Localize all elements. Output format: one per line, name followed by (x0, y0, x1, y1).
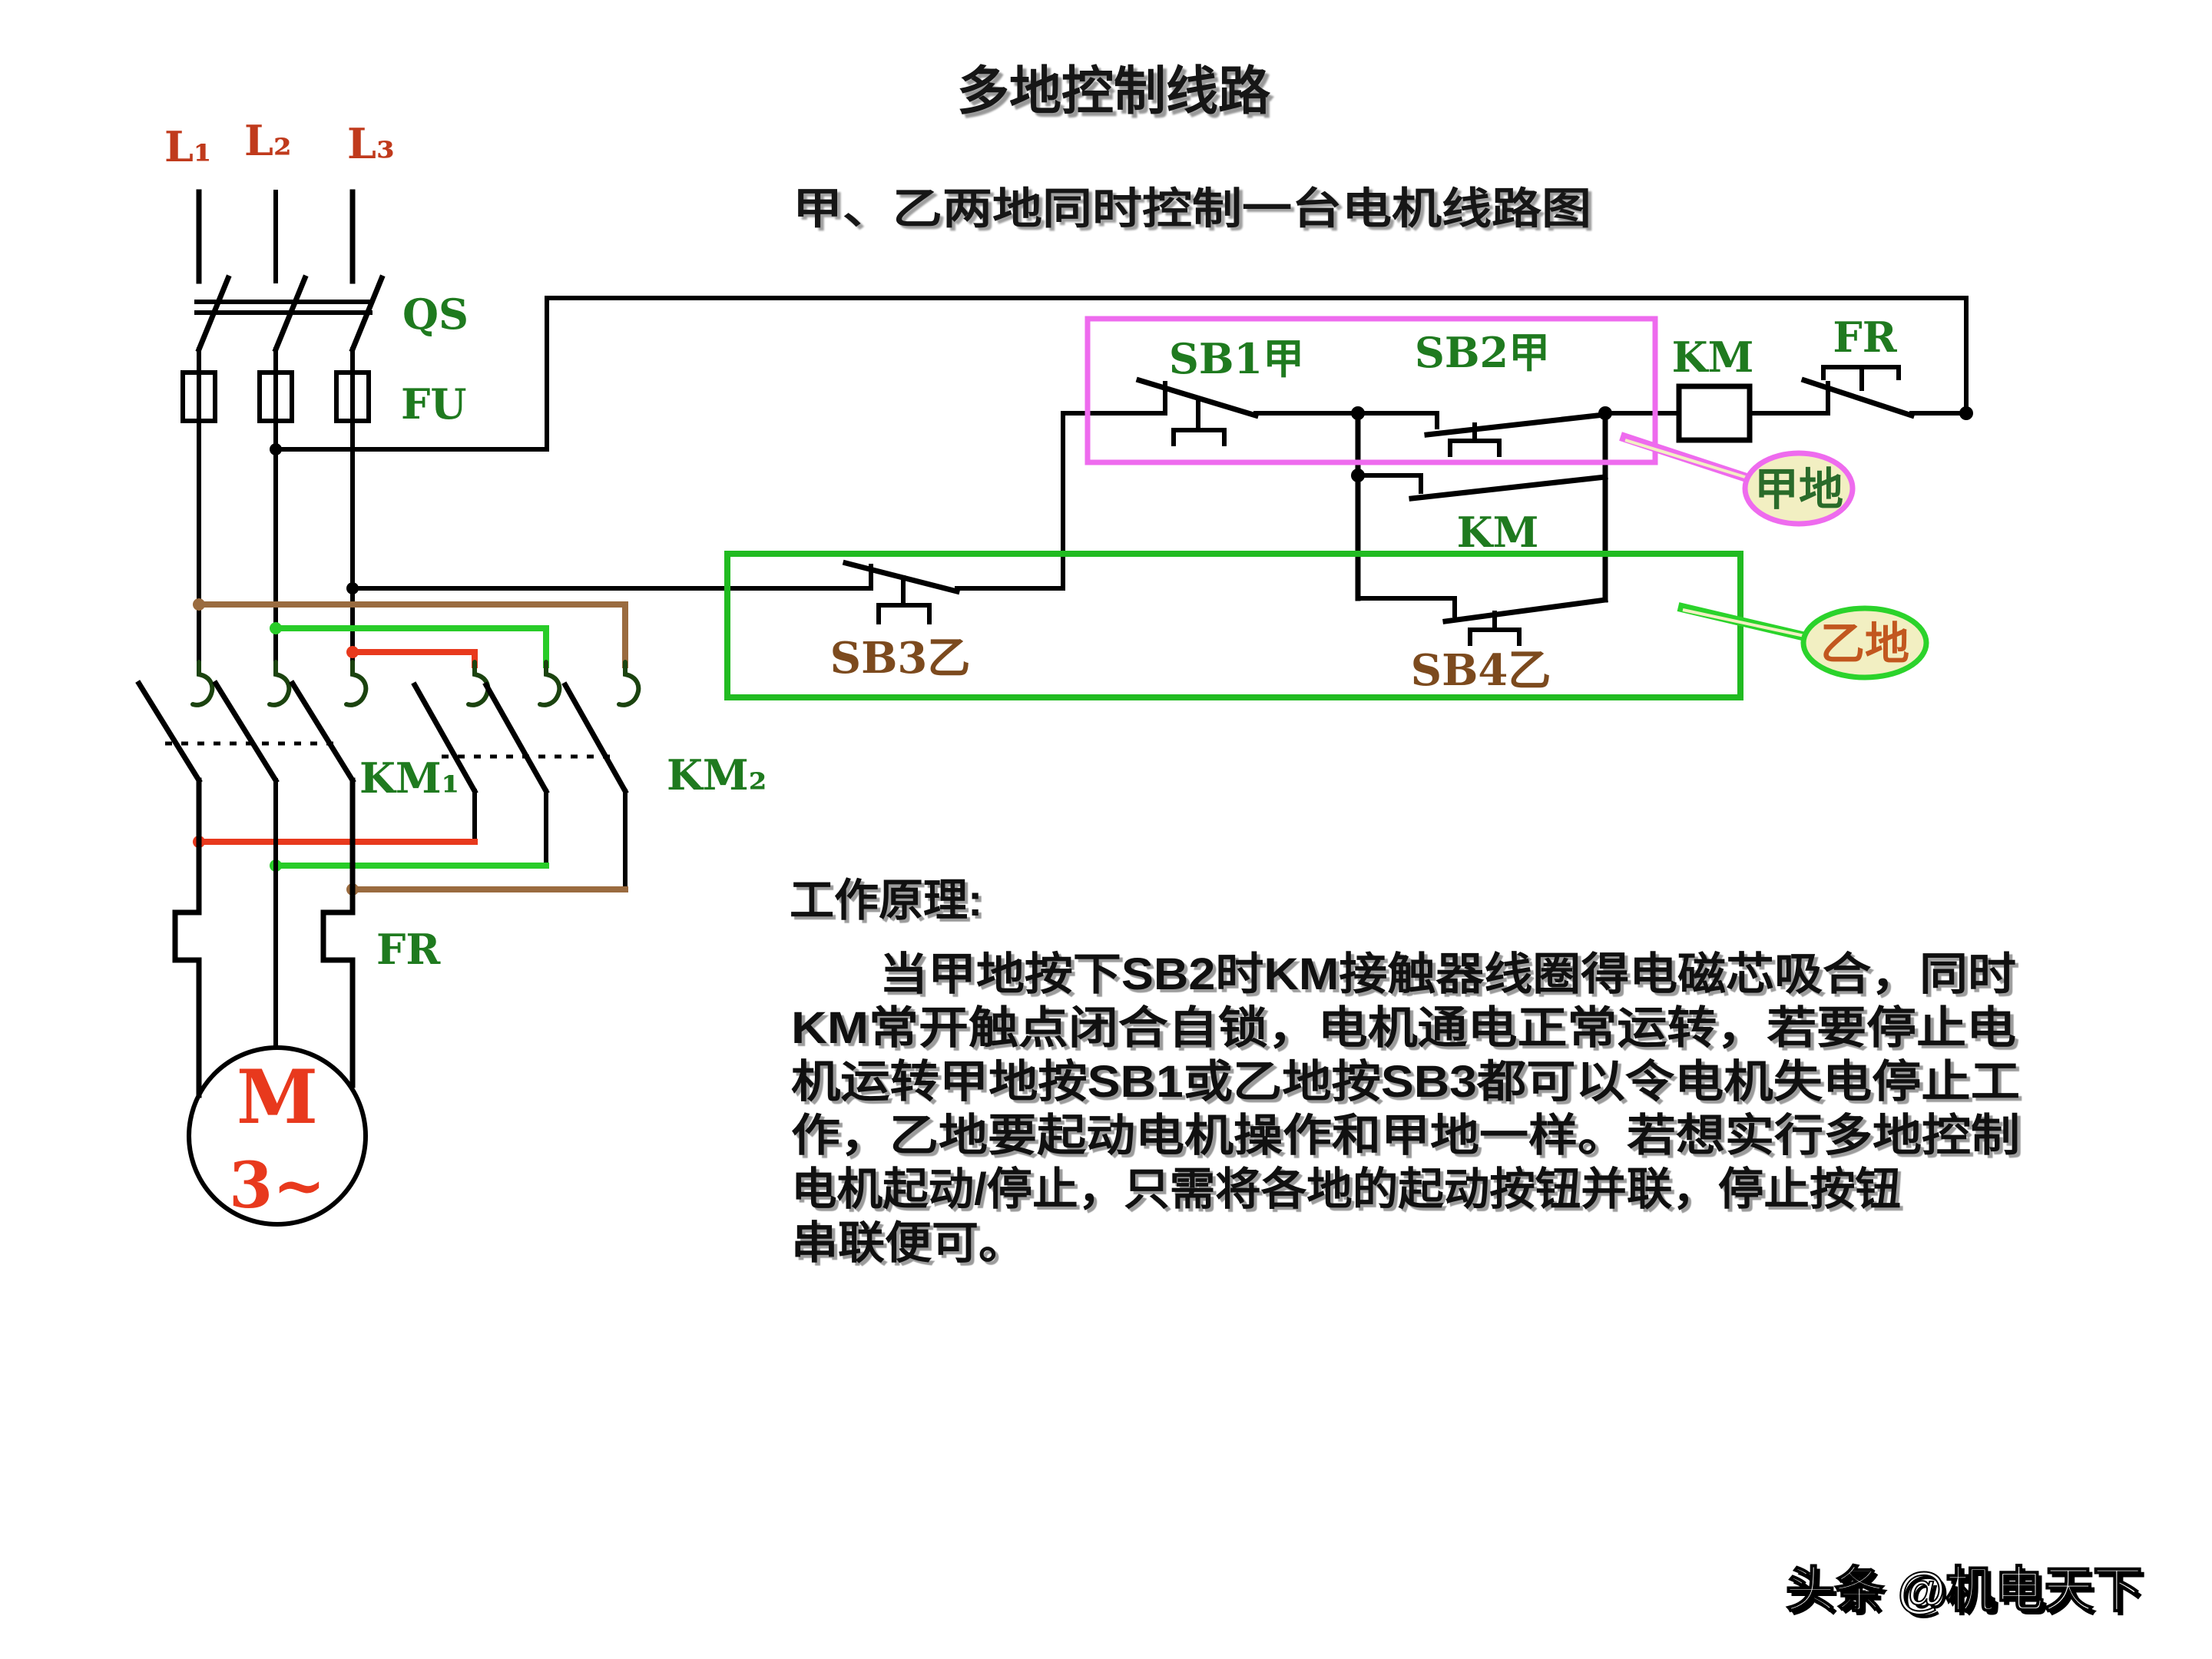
phase-label-l3: L₃ (347, 119, 395, 168)
sb2-label: SB2甲 (1415, 328, 1550, 377)
station-a-text: 甲地 (1754, 465, 1843, 515)
page-subtitle: 甲、乙两地同时控制一台电机线路图 (793, 184, 1591, 233)
km2-feed-jumpers (193, 598, 628, 668)
sb3-label: SB3乙 (830, 633, 971, 684)
motor-circle (187, 1045, 368, 1227)
station-a-ellipse (1742, 450, 1856, 527)
principle-line-1: 当甲地按下SB2时KM接触器线圈得电磁芯吸合，同时 (879, 949, 2016, 999)
page-title: 多地控制线路 (957, 62, 1271, 121)
motor-letter: M (237, 1054, 318, 1141)
km2-label: KM₂ (667, 750, 767, 800)
working-principle: 工作原理: 当甲地按下SB2时KM接触器线圈得电磁芯吸合，同时 KM常开触点闭合… (790, 876, 2020, 1268)
km-coil-label: KM (1672, 333, 1754, 382)
watermark-text: 头条 @机电天下 (1786, 1562, 2142, 1618)
stop-button-sb1: SB1甲 (1135, 334, 1360, 446)
stop-button-sb3: SB3乙 (830, 411, 1167, 684)
station-a-box (1084, 316, 1658, 465)
fuse-group-fu: FU (180, 370, 466, 667)
motor-phase-label: 3~ (229, 1149, 326, 1223)
contactor-km1-main-contacts: KM₁ (135, 660, 459, 803)
principle-line-5: 电机起动/停止，只需将各地的起动按钮并联，停止按钮 (791, 1164, 1901, 1214)
km-selflock-contact: KM (1351, 469, 1608, 557)
sb4-label: SB4乙 (1411, 645, 1551, 696)
thermal-relay-fr-heaters: FR (172, 777, 441, 1098)
fr-power-label: FR (376, 925, 441, 974)
watermark: 头条 @机电天下 头条 @机电天下 (1785, 1561, 2146, 1621)
station-a-callout: 甲地 (1619, 432, 1856, 527)
station-b-ellipse (1800, 605, 1929, 680)
watermark-shadow: 头条 @机电天下 (1790, 1566, 2146, 1621)
fr-control-label: FR (1833, 313, 1897, 362)
sb1-label: SB1甲 (1169, 334, 1304, 383)
start-button-sb2: SB2甲 (1351, 328, 1612, 457)
station-b-callout: 乙地 (1677, 602, 1929, 680)
km2-merge-jumpers (193, 789, 628, 896)
principle-heading: 工作原理: (790, 876, 982, 926)
disconnect-switch-qs: QS (194, 274, 469, 375)
principle-line-4: 作，乙地要起动电机操作和甲地一样。若想实行多地控制 (791, 1111, 2020, 1161)
phase-label-l2: L₂ (244, 116, 292, 165)
qs-label: QS (402, 290, 469, 339)
contactor-km2-main-contacts: KM₂ (411, 660, 767, 800)
principle-line-3: 机运转甲地按SB1或乙地按SB3都可以令电机失电停止工 (791, 1057, 2020, 1107)
km-coil-box (1676, 383, 1753, 443)
station-b-text: 乙地 (1820, 619, 1909, 669)
start-button-sb4: SB4乙 (1356, 596, 1608, 696)
fr-control-contact: FR (1800, 313, 1969, 419)
phase-supply-lines: L₁ L₂ L₃ (164, 116, 395, 284)
motor: M 3~ (187, 1045, 368, 1227)
principle-line-2: KM常开触点闭合自锁，电机通电正常运转，若要停止电 (791, 1003, 2016, 1053)
km-coil: KM (1603, 333, 1830, 443)
km1-label: KM₁ (359, 753, 459, 803)
principle-line-6: 串联便可。 (791, 1218, 1025, 1268)
fu-label: FU (401, 379, 466, 429)
km-selflock-label: KM (1457, 508, 1539, 557)
control-feed-wiring (270, 296, 1973, 594)
phase-label-l1: L₁ (164, 122, 212, 171)
